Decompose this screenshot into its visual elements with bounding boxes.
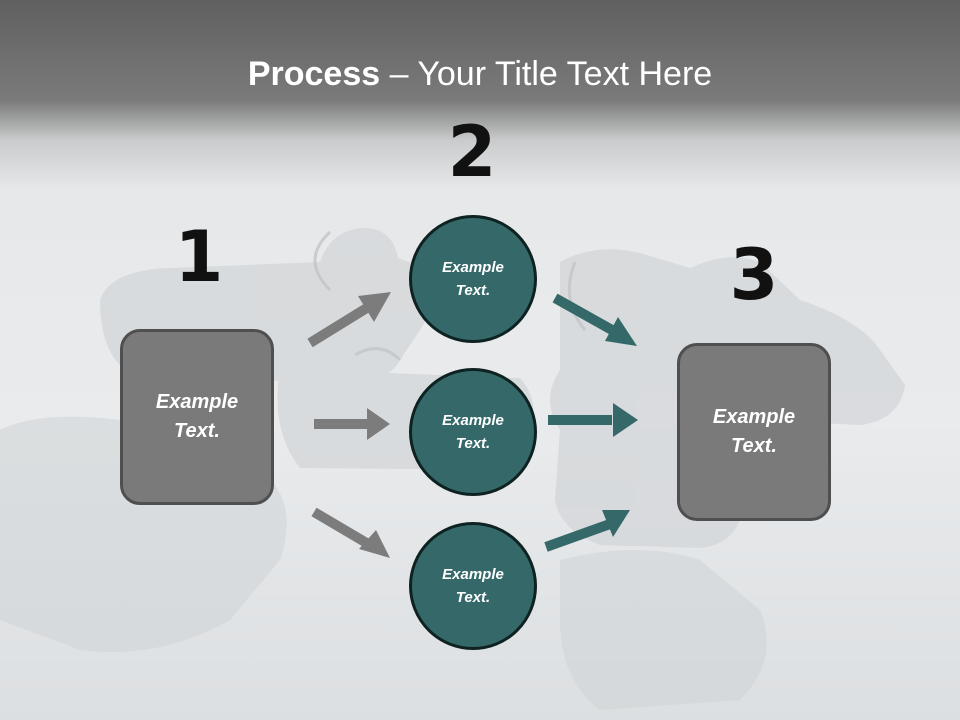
left-process-box: Example Text. [120, 329, 274, 505]
title-bold-part: Process [247, 55, 381, 93]
title-rest-part: – Your Title Text Here [380, 55, 713, 93]
left-box-label: Example Text. [155, 391, 239, 442]
arrow-gray-down [311, 507, 373, 550]
arrow-teal-down [552, 293, 615, 335]
circle-middle-label: Example Text. [442, 412, 504, 452]
process-circle-bottom: Example Text. [409, 522, 537, 650]
process-circle-middle: Example Text. [409, 368, 537, 496]
page-title: Process – Your Title Text Here [0, 52, 960, 96]
right-process-box: Example Text. [677, 343, 831, 521]
process-circle-top: Example Text. [409, 215, 537, 343]
arrowhead-gray-down [359, 530, 390, 558]
circle-top-label: Example Text. [442, 259, 504, 299]
arrowhead-teal-down [605, 317, 637, 346]
arrow-teal-up [544, 519, 612, 552]
arrowhead-gray-middle [367, 408, 390, 440]
arrowhead-gray-up [358, 292, 391, 322]
step-number-1: 1 [174, 216, 224, 298]
arrowhead-teal-middle [613, 403, 638, 437]
step-number-3: 3 [729, 234, 779, 316]
arrow-gray-up [307, 301, 373, 348]
circle-bottom-label: Example Text. [442, 566, 504, 606]
step-number-2: 2 [447, 111, 497, 193]
right-box-label: Example Text. [712, 406, 796, 457]
arrowhead-teal-up [602, 510, 630, 537]
